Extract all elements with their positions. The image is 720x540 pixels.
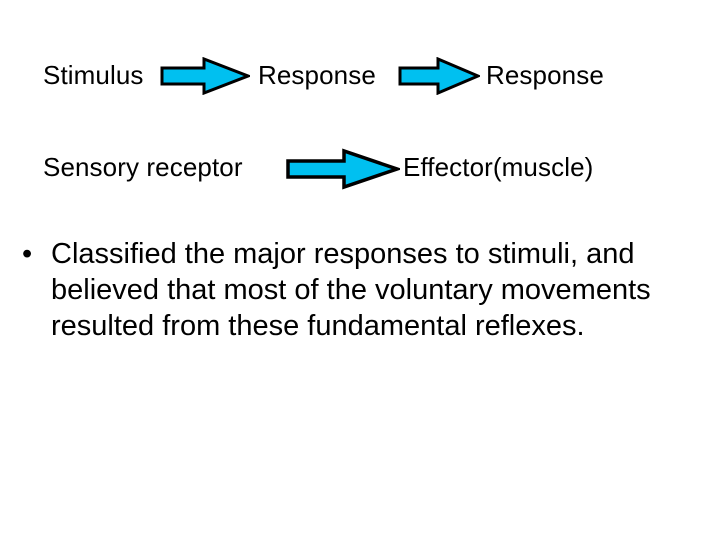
diagram-label-stimulus: Stimulus xyxy=(43,60,144,90)
diagram-row-receptor-effector: Sensory receptor Effector(muscle) xyxy=(0,146,720,192)
list-item: • Classified the major responses to stim… xyxy=(22,236,698,344)
diagram-label-response-primary: Response xyxy=(258,60,376,90)
arrow-right-icon xyxy=(398,57,480,95)
diagram-label-effector-muscle: Effector(muscle) xyxy=(403,152,594,182)
diagram-row-stimulus-response: Stimulus Response Response xyxy=(0,54,720,100)
diagram-label-response-secondary: Response xyxy=(486,60,604,90)
arrow-right-icon xyxy=(160,57,250,95)
bullet-marker-icon: • xyxy=(22,238,33,270)
diagram-label-sensory-receptor: Sensory receptor xyxy=(43,152,243,182)
body-text-block: • Classified the major responses to stim… xyxy=(22,236,698,344)
arrow-right-icon xyxy=(286,148,400,190)
bullet-paragraph-text: Classified the major responses to stimul… xyxy=(51,238,651,342)
